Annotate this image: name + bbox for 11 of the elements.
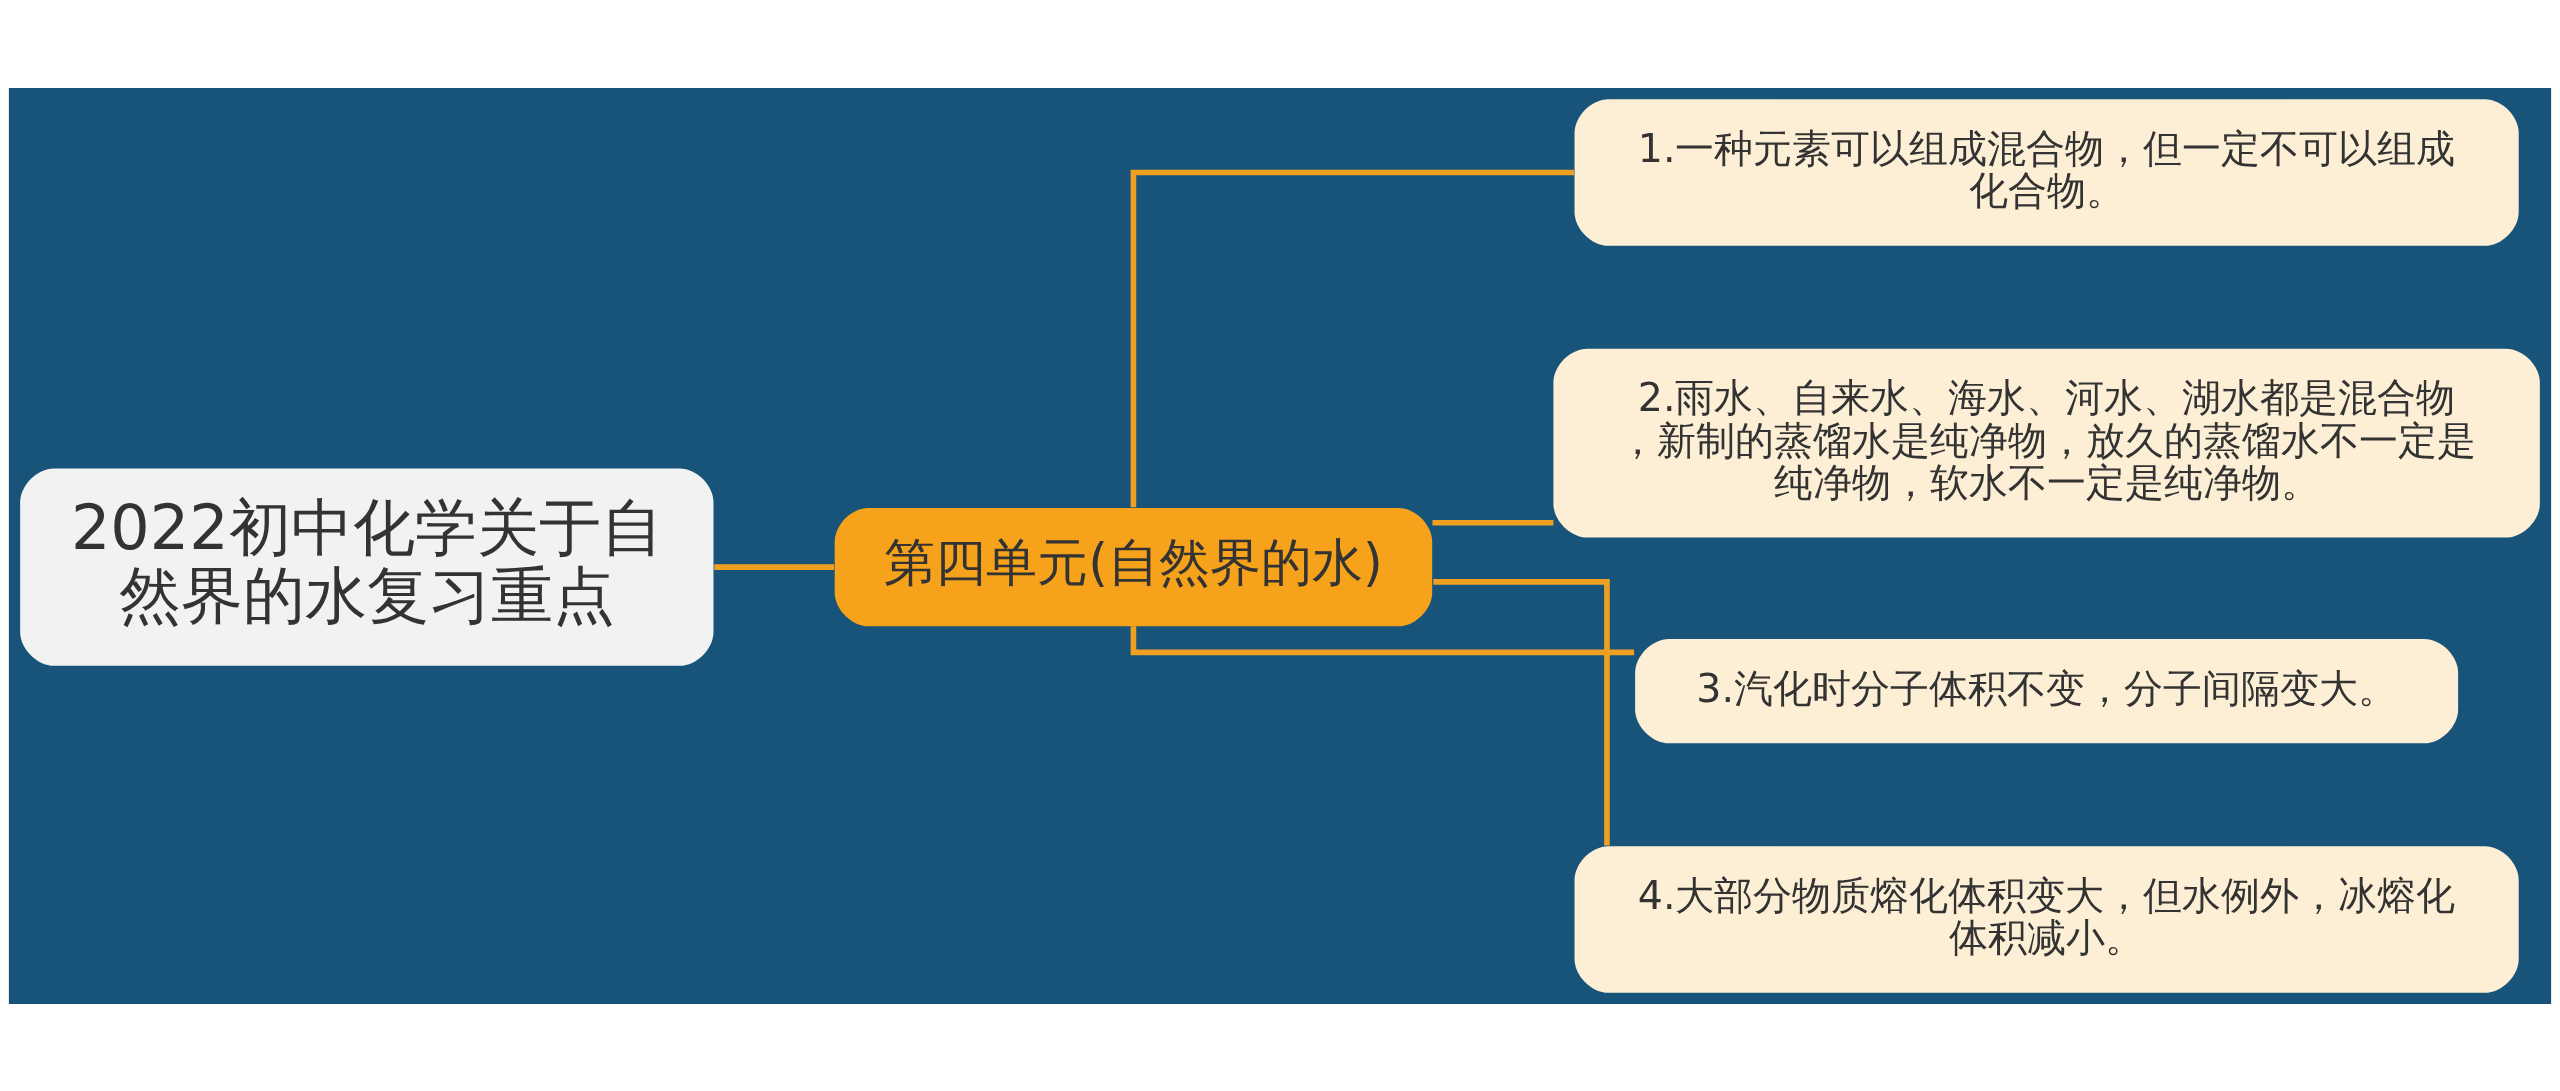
node-box: 4.大部分物质熔化体积变大，但水例外，冰熔化体积减小。 bbox=[1574, 845, 2519, 993]
node-box: 第四单元(自然界的水) bbox=[834, 507, 1433, 626]
connector bbox=[1130, 625, 1635, 655]
connector bbox=[714, 563, 835, 570]
connector bbox=[1433, 578, 1610, 845]
node-box: 1.一种元素可以组成混合物，但一定不可以组成化合物。 bbox=[1574, 98, 2519, 246]
node-box: 2022初中化学关于自然界的水复习重点 bbox=[20, 468, 714, 666]
connector bbox=[1432, 519, 1554, 526]
node-box: 2.雨水、自来水、海水、河水、湖水都是混合物，新制的蒸馏水是纯净物，放久的蒸馏水不一定是纯净物，软水不一定是纯净物。 bbox=[1553, 348, 2540, 538]
node-box: 3.汽化时分子体积不变，分子间隔变大。 bbox=[1635, 638, 2459, 743]
connector bbox=[1130, 169, 1574, 507]
